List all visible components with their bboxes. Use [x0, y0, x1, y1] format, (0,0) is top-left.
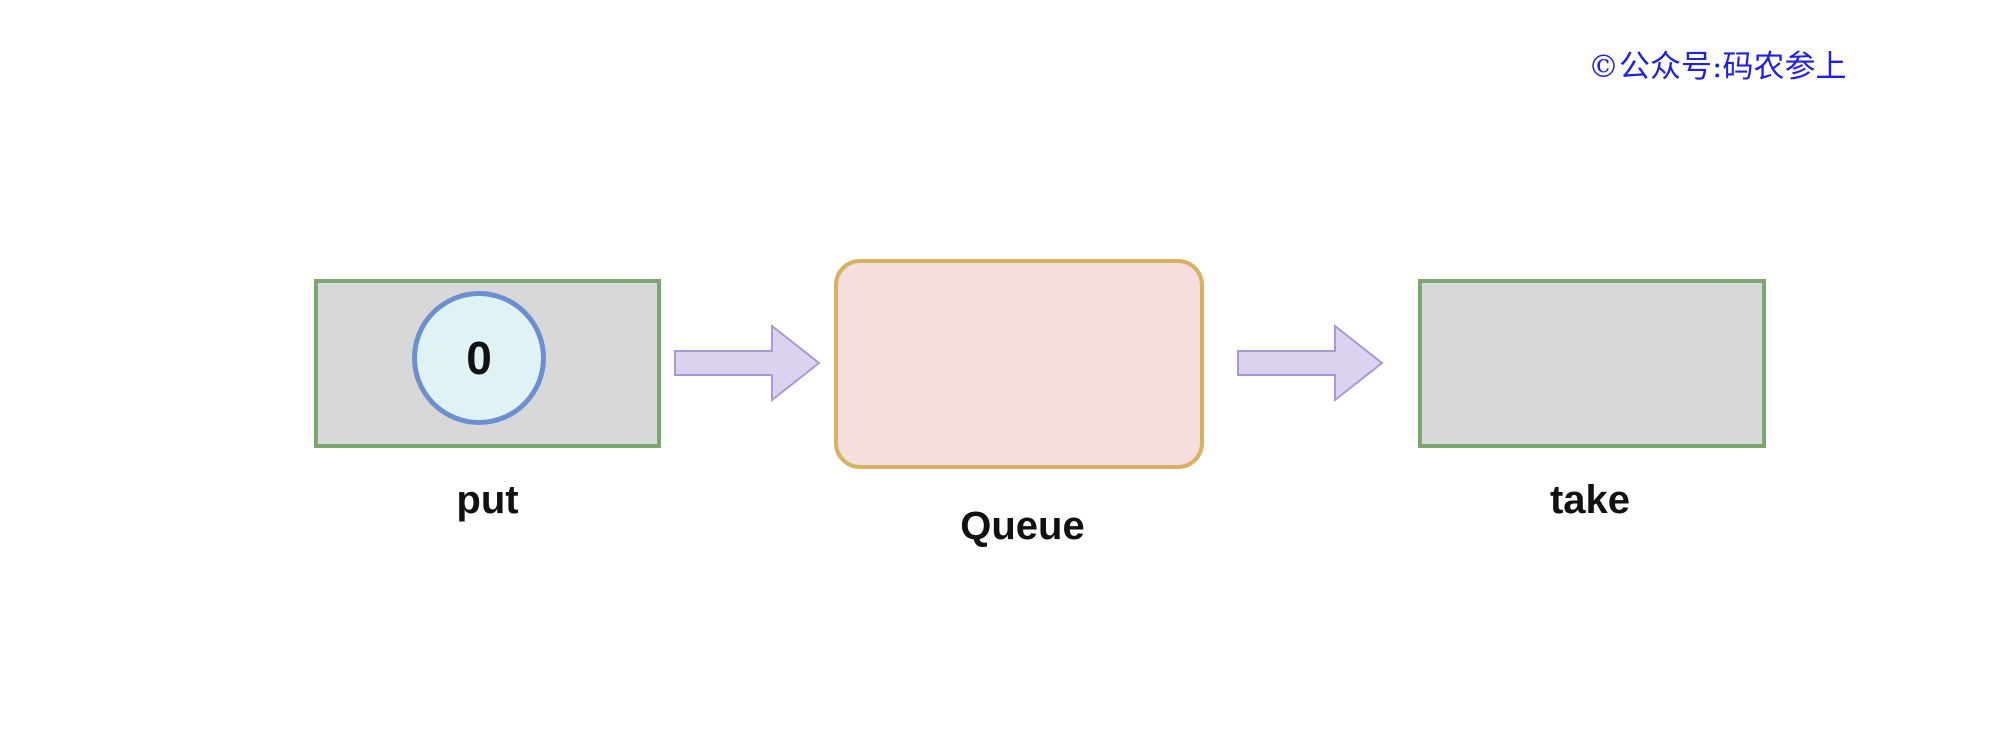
right-arrow-icon — [1237, 323, 1384, 403]
item-token: 0 — [412, 291, 546, 425]
watermark-text: ©公众号:码农参上 — [1588, 49, 1847, 85]
queue-label: Queue — [960, 504, 1085, 548]
put-label: put — [456, 478, 519, 522]
take-box — [1418, 279, 1766, 448]
take-label: take — [1549, 478, 1631, 522]
right-arrow-icon — [674, 323, 821, 403]
queue-box — [834, 259, 1204, 469]
